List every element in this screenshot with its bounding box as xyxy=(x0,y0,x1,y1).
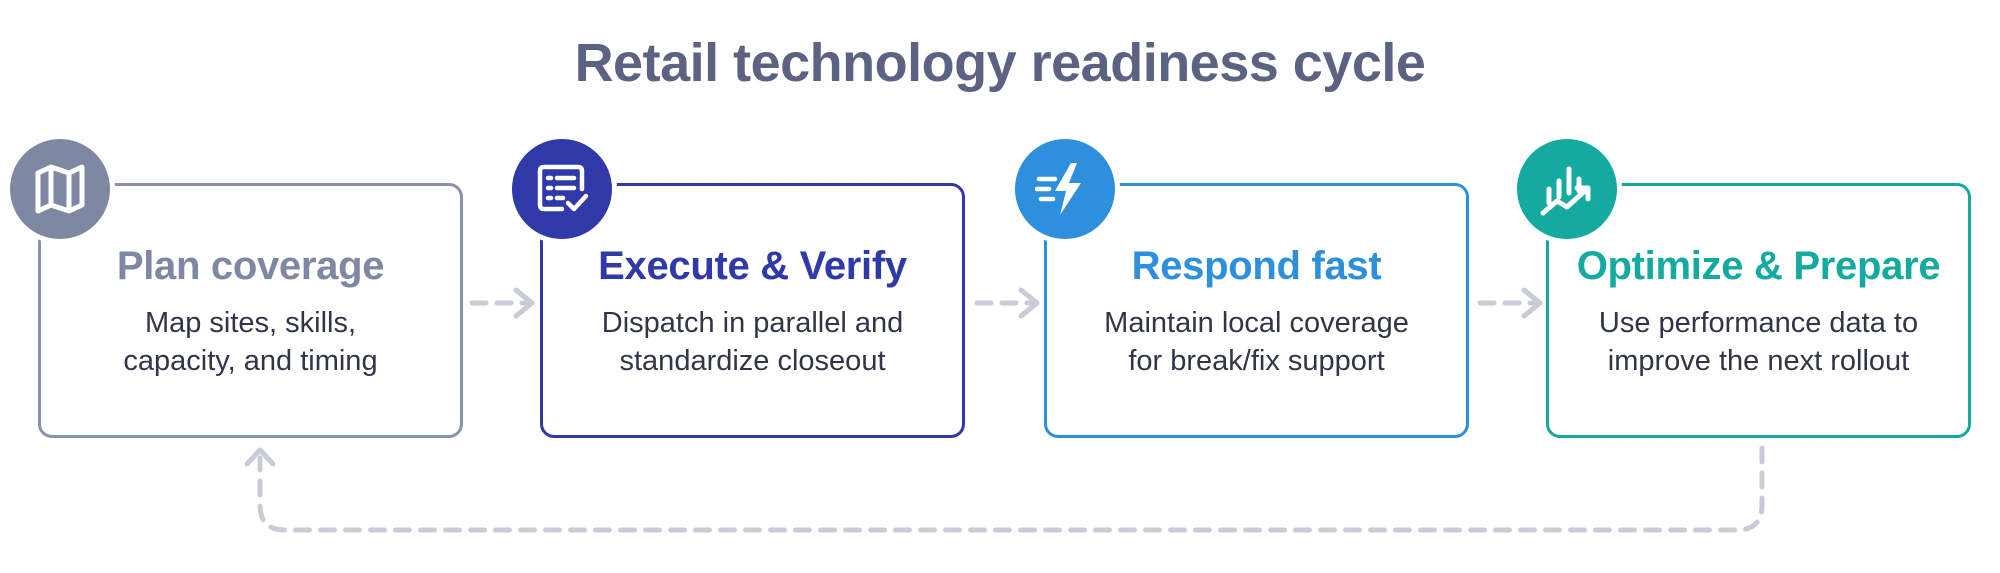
step-description-line: capacity, and timing xyxy=(123,345,378,377)
step-title: Plan coverage xyxy=(116,244,385,288)
step-description-line: improve the next rollout xyxy=(1607,345,1910,377)
step-title: Optimize & Prepare xyxy=(1576,244,1941,288)
analytics-chart-icon xyxy=(1512,134,1622,244)
checklist-icon xyxy=(507,134,617,244)
step-description-line: Map sites, skills, xyxy=(144,307,357,339)
step-title: Respond fast xyxy=(1131,244,1382,288)
step-card-respond: Respond fast Maintain local coverage for… xyxy=(1044,183,1469,438)
step-card-execute: Execute & Verify Dispatch in parallel an… xyxy=(540,183,965,438)
step-description-line: for break/fix support xyxy=(1128,345,1385,377)
arrow-head-1 xyxy=(513,287,535,319)
step-description-line: Dispatch in parallel and xyxy=(601,307,904,339)
step-description: Use performance data to improve the next… xyxy=(1559,304,1958,380)
step-description: Dispatch in parallel and standardize clo… xyxy=(553,304,952,380)
arrow-head-2 xyxy=(1018,287,1040,319)
diagram-title: Retail technology readiness cycle xyxy=(574,33,1426,93)
step-description-line: Use performance data to xyxy=(1598,307,1919,339)
arrow-head-3 xyxy=(1521,287,1543,319)
step-description: Map sites, skills, capacity, and timing xyxy=(51,304,450,380)
step-card-optimize: Optimize & Prepare Use performance data … xyxy=(1546,183,1971,438)
step-description: Maintain local coverage for break/fix su… xyxy=(1057,304,1456,380)
map-icon xyxy=(5,134,115,244)
step-title: Execute & Verify xyxy=(598,244,907,288)
step-description-line: Maintain local coverage xyxy=(1104,307,1409,339)
step-description-line: standardize closeout xyxy=(619,345,886,377)
step-card-plan: Plan coverage Map sites, skills, capacit… xyxy=(38,183,463,438)
lightning-icon xyxy=(1010,134,1120,244)
